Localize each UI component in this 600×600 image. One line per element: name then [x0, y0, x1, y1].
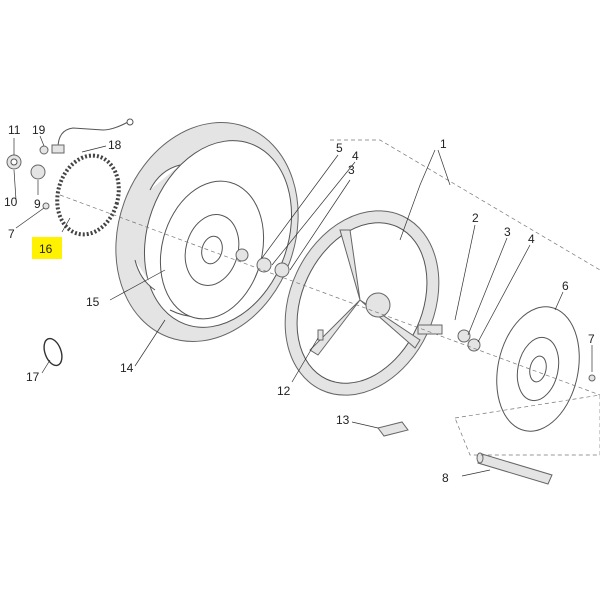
- wheel-rim[interactable]: [256, 186, 468, 421]
- callout-2: 2: [472, 211, 479, 225]
- callout-17: 17: [26, 370, 40, 384]
- callout-7-left: 7: [8, 227, 15, 241]
- abs-tone-ring[interactable]: [49, 149, 128, 242]
- circlip[interactable]: [41, 336, 66, 368]
- spacers-right[interactable]: [457, 329, 481, 352]
- callout-labels: 1 2 3 4 5 6 7 8 9 10 11 12 13 14 15 16 1…: [4, 123, 595, 485]
- wheel-speed-sensor[interactable]: [51, 118, 134, 154]
- callout-19: 19: [32, 123, 46, 137]
- bolt-right[interactable]: [588, 374, 596, 382]
- bushings-and-bolts[interactable]: [6, 145, 50, 210]
- callout-8: 8: [442, 471, 449, 485]
- callout-11: 11: [8, 123, 21, 137]
- callout-7-right: 7: [588, 332, 595, 346]
- callout-9: 9: [34, 197, 41, 211]
- callout-5: 5: [336, 141, 343, 155]
- callout-18: 18: [108, 138, 122, 152]
- callout-16: 16: [39, 242, 53, 256]
- callout-13: 13: [336, 413, 350, 427]
- callout-3-right: 3: [504, 225, 511, 239]
- callout-4: 4: [352, 149, 359, 163]
- callout-4-right: 4: [528, 232, 535, 246]
- brake-disc-right[interactable]: [486, 299, 590, 439]
- callout-3: 3: [348, 163, 355, 177]
- callout-14: 14: [120, 361, 134, 375]
- spacers-left[interactable]: [235, 248, 290, 278]
- wheel-weight[interactable]: [377, 421, 409, 437]
- wheel-spindle[interactable]: [476, 452, 553, 485]
- callout-10: 10: [4, 195, 18, 209]
- leader-lines: [13, 135, 593, 477]
- assembly-centerlines: [59, 139, 600, 456]
- callout-15: 15: [86, 295, 100, 309]
- highlight-box: [32, 237, 62, 259]
- valve-stem[interactable]: [317, 329, 324, 341]
- callout-6: 6: [562, 279, 569, 293]
- callout-1: 1: [440, 137, 447, 151]
- callout-12: 12: [277, 384, 291, 398]
